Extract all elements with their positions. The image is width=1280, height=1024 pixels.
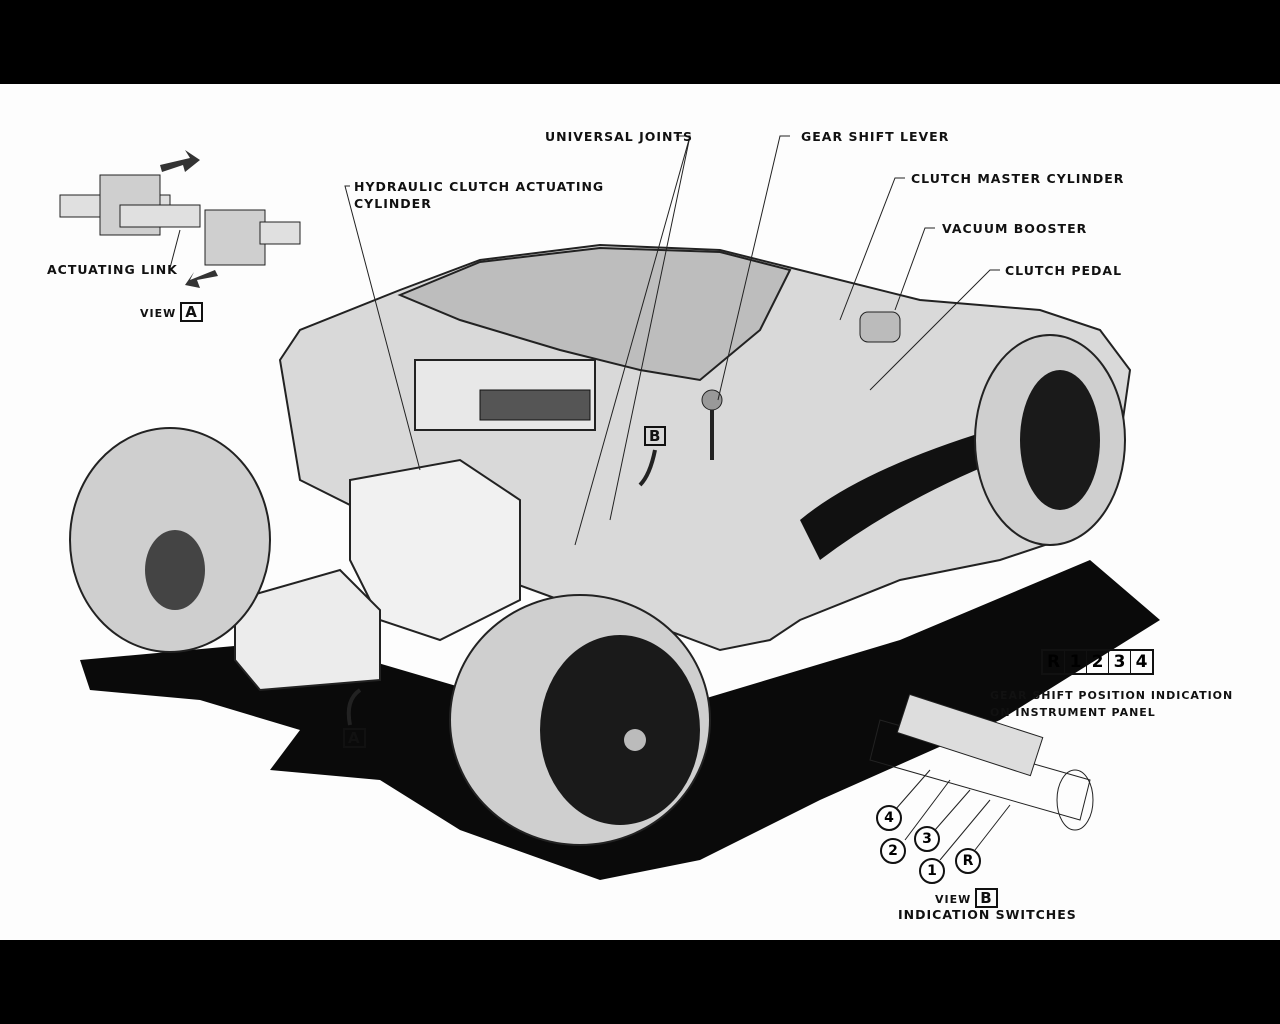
side-scoop [800, 430, 1000, 560]
left-rear-hub [145, 530, 205, 610]
view-b-word: VIEW [935, 893, 972, 906]
callout-b-arrow [638, 449, 657, 487]
view-a-letter-box: A [180, 302, 203, 322]
callout-b-box: B [640, 426, 667, 446]
callout-a-arrow [346, 688, 362, 726]
clutch-master-cylinder-label: CLUTCH MASTER CYLINDER [911, 171, 1125, 186]
air-cleaner [479, 389, 591, 421]
transaxle [349, 458, 521, 642]
gear-position-r: R [1046, 652, 1061, 672]
view-b-letter-box: B [975, 888, 998, 908]
gear-indication-line2: ON INSTRUMENT PANEL [990, 706, 1156, 719]
callout-b-letter: B [644, 426, 667, 446]
callout-a-letter: A [343, 728, 366, 748]
switch-3-marker: 3 [914, 826, 940, 852]
front-rim [1020, 370, 1100, 510]
view-a-word: VIEW [140, 307, 177, 320]
right-rear-rim [540, 635, 700, 825]
view-b-detail [869, 693, 1094, 861]
gear-position-2: 2 [1086, 651, 1108, 673]
switch-2-marker: 2 [880, 838, 906, 864]
actuating-link-label: ACTUATING LINK [47, 262, 178, 277]
view-a-detail [59, 150, 301, 288]
callout-a-box: A [339, 728, 366, 748]
switch-r-marker: R [955, 848, 981, 874]
gear-position-3: 3 [1108, 651, 1130, 673]
indication-switches-label: INDICATION SWITCHES [898, 907, 1077, 922]
gear-shift-lever-label: GEAR SHIFT LEVER [801, 129, 950, 144]
leader-lines [169, 135, 1000, 546]
roof [397, 246, 792, 382]
vacuum-booster-part [859, 311, 901, 343]
hydraulic-clutch-label-line1: HYDRAULIC CLUTCH ACTUATING [354, 179, 605, 194]
clutch-pedal-label: CLUTCH PEDAL [1005, 263, 1123, 278]
hydraulic-clutch-label-line2: CYLINDER [354, 196, 432, 211]
vacuum-booster-label: VACUUM BOOSTER [942, 221, 1088, 236]
gear-position-1: 1 [1064, 651, 1086, 673]
gear-position-indicator: R 1 2 3 4 [1041, 649, 1154, 675]
switch-1-marker: 1 [919, 858, 945, 884]
gear-indication-line1: GEAR SHIFT POSITION INDICATION [990, 689, 1234, 702]
switch-4-marker: 4 [876, 805, 902, 831]
gearbox-housing [234, 568, 381, 692]
gear-position-4: 4 [1130, 651, 1152, 673]
right-rear-hub [624, 729, 646, 751]
gear-shift-knob [701, 389, 723, 411]
universal-joints-label: UNIVERSAL JOINTS [545, 129, 694, 144]
